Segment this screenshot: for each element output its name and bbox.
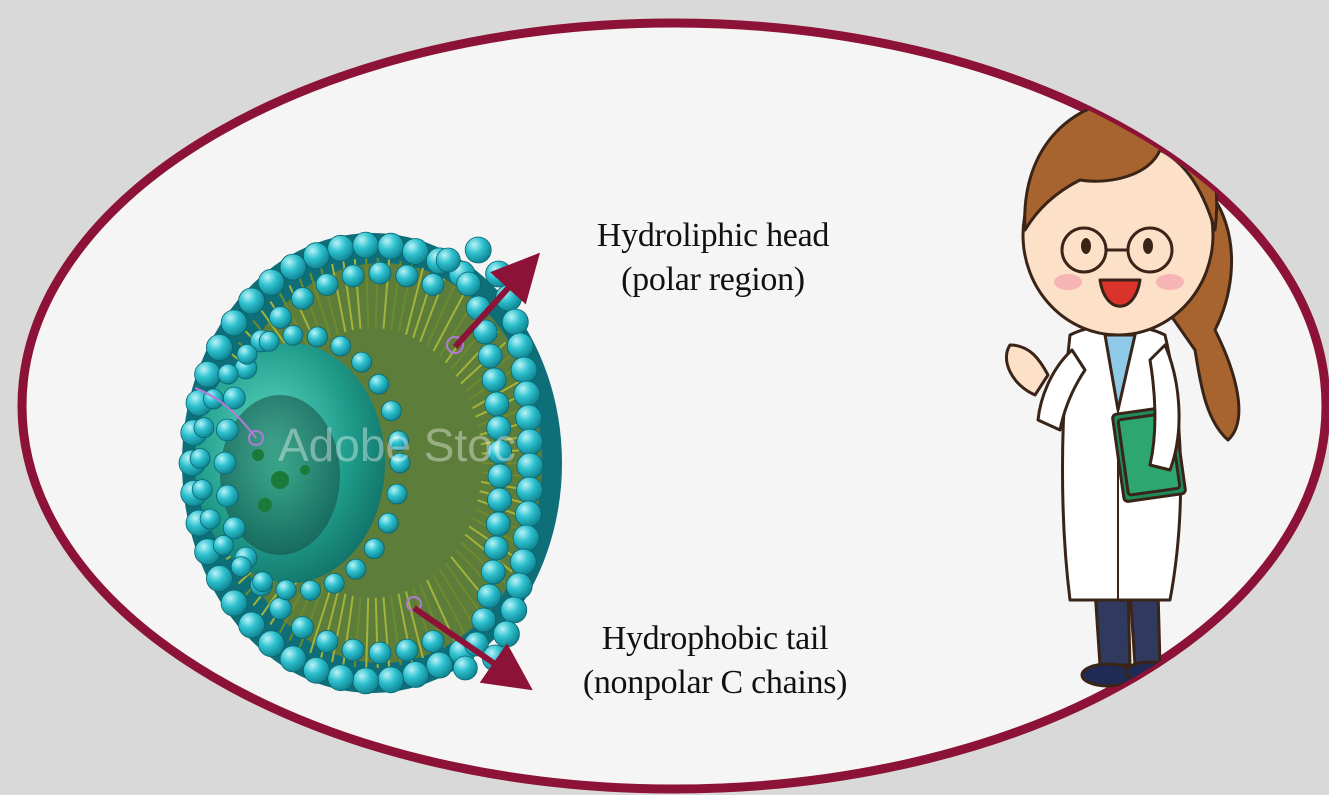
tail-label-line2: (nonpolar C chains)	[560, 661, 870, 705]
hydrophilic-head-label: Hydroliphic head (polar region)	[568, 214, 858, 302]
tail-label-line1: Hydrophobic tail	[560, 617, 870, 661]
head-label-line1: Hydroliphic head	[568, 214, 858, 258]
head-label-line2: (polar region)	[568, 258, 858, 302]
hydrophobic-tail-label: Hydrophobic tail (nonpolar C chains)	[560, 617, 870, 705]
